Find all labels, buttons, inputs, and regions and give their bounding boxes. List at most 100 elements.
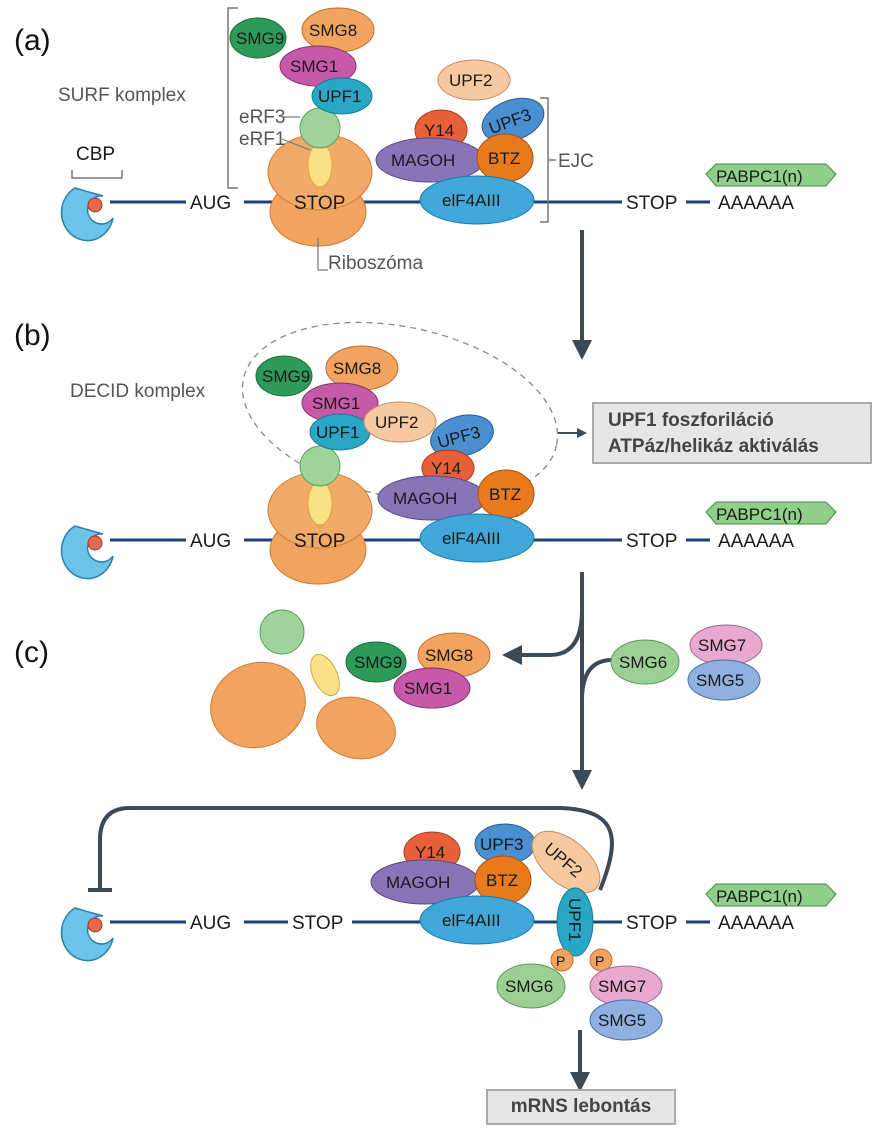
eif4aiii-label: elF4AIII (442, 529, 501, 548)
smg7-label: SMG7 (598, 977, 646, 996)
cap-binding-protein-icon (60, 187, 114, 242)
phosphate-icon (550, 948, 574, 972)
smg1-label: SMG1 (290, 57, 338, 76)
surf-complex-label: SURF komplex (58, 85, 186, 106)
stop-label-c1: STOP (292, 913, 343, 934)
pabpc-protein-a (705, 163, 837, 187)
cap-binding-protein-icon (60, 907, 114, 962)
aug-label: AUG (190, 913, 231, 934)
upf1-protein (556, 887, 594, 957)
erf3-label: eRF3 (239, 107, 285, 128)
smg8-label: SMG8 (333, 359, 381, 378)
decid-boundary (241, 321, 559, 503)
smg5-protein (687, 659, 761, 701)
cap-icon (87, 917, 103, 933)
upf2-protein (437, 59, 511, 101)
smg5-protein (589, 999, 663, 1041)
btz-label: BTZ (486, 871, 518, 890)
smg9-protein (345, 641, 407, 683)
upf2-protein (531, 830, 601, 894)
aug-label: AUG (190, 531, 231, 552)
ejc-label: EJC (558, 151, 594, 172)
eif4aiii-label: elF4AIII (442, 911, 501, 930)
pabpc-label-a: PABPC1(n) (716, 167, 803, 186)
pabpc-protein-c (705, 883, 837, 907)
cbp-label: CBP (76, 144, 115, 165)
polya-label-c: AAAAAA (718, 913, 794, 934)
pabpc-protein-b (705, 501, 837, 525)
smg1-protein (393, 667, 471, 709)
upf1-protein (311, 77, 373, 115)
erf1-protein (307, 480, 333, 526)
magoh-label: MAGOH (393, 489, 457, 508)
smg9-protein (255, 355, 313, 397)
erf3-protein (299, 445, 341, 487)
eif4aiii-protein (419, 895, 535, 945)
stop-label-ribosome-b: STOP (294, 531, 345, 552)
cbp-bracket (71, 170, 123, 179)
upf2-label: UPF2 (375, 413, 418, 432)
degradation-box: mRNS lebontás (486, 1089, 676, 1125)
erf1-protein (307, 142, 333, 188)
aug-label: AUG (190, 193, 231, 214)
y14-label: Y14 (415, 843, 445, 862)
btz-label: BTZ (489, 485, 521, 504)
smg5-label: SMG5 (696, 671, 744, 690)
erf3-released (259, 609, 305, 655)
panel-c-label: (c) (14, 636, 49, 669)
eif4aiii-protein (419, 175, 535, 225)
stop-label-b: STOP (626, 531, 677, 552)
smg8-label: SMG8 (309, 21, 357, 40)
upf2-label: UPF2 (449, 71, 492, 90)
smg9-label: SMG9 (236, 29, 284, 48)
surf-bracket (227, 7, 238, 189)
smg6-protein (610, 639, 680, 685)
stop-label-a: STOP (626, 193, 677, 214)
phosphate-label: P (556, 953, 565, 969)
upf1-label: UPF1 (565, 898, 584, 941)
pabpc-label-b: PABPC1(n) (716, 505, 803, 524)
magoh-label: MAGOH (391, 151, 455, 170)
polya-label-b: AAAAAA (718, 531, 794, 552)
upf1-label: UPF1 (318, 87, 361, 106)
ribosome-released-large (210, 661, 306, 749)
decid-complex-label: DECID komplex (70, 381, 206, 402)
smg6-label: SMG6 (505, 977, 553, 996)
eif4aiii-label: elF4AIII (442, 191, 501, 210)
activation-box: UPF1 foszforiláció ATPáz/helikáz aktivál… (592, 402, 872, 464)
degradation-label: mRNS lebontás (510, 1096, 652, 1117)
ribosome-label: Riboszóma (328, 253, 423, 274)
upf2-protein (363, 401, 437, 443)
smg9-protein (229, 17, 287, 59)
stop-label-ribosome-a: STOP (294, 193, 345, 214)
cap-icon (87, 535, 103, 551)
polya-label-a: AAAAAA (718, 193, 794, 214)
inhibition-arrow (98, 806, 614, 891)
smg7-label: SMG7 (698, 636, 746, 655)
panel-a-label: (a) (14, 24, 51, 57)
smg5-label: SMG5 (598, 1011, 646, 1030)
pabpc-label-c: PABPC1(n) (716, 887, 803, 906)
smg1-label: SMG1 (404, 679, 452, 698)
phosphate-icon (589, 948, 613, 972)
eif4aiii-protein (419, 513, 535, 563)
erf3-protein (299, 107, 341, 149)
erf1-released (310, 653, 340, 697)
upf1-label: UPF1 (316, 423, 359, 442)
smg9-label: SMG9 (354, 653, 402, 672)
magoh-label: MAGOH (386, 873, 450, 892)
activation-line-2: ATPáz/helikáz aktiválás (608, 436, 819, 457)
stop-label-c2: STOP (626, 913, 677, 934)
y14-label: Y14 (431, 459, 461, 478)
smg6-label: SMG6 (619, 653, 667, 672)
cap-binding-protein-icon (60, 525, 114, 580)
release-arrow (502, 609, 584, 665)
phosphate-label: P (595, 953, 604, 969)
smg1-label: SMG1 (312, 394, 360, 413)
ribosome-released-small (316, 696, 396, 760)
activation-line-1: UPF1 foszforiláció (608, 410, 774, 431)
upf3-label: UPF3 (480, 835, 523, 854)
erf1-label: eRF1 (239, 129, 285, 150)
panel-b-label: (b) (14, 319, 51, 352)
